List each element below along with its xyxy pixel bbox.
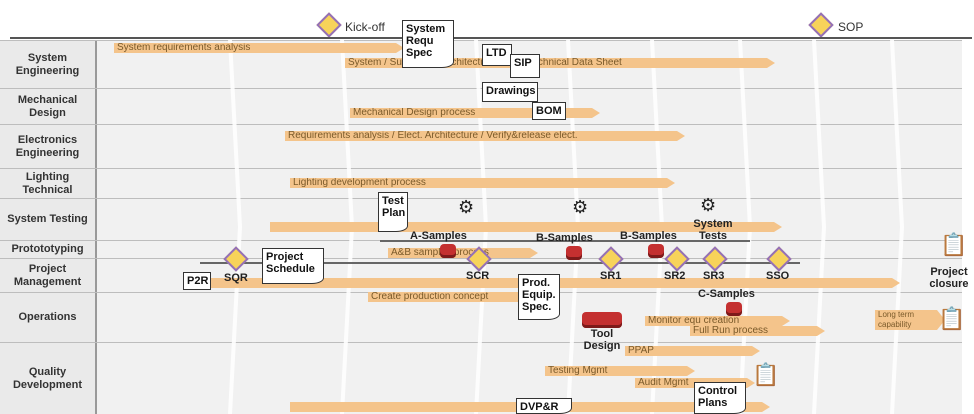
lane-label: Lighting Technical <box>0 169 97 198</box>
sample-icon <box>726 302 742 316</box>
gate-sr3-label: SR3 <box>703 270 725 282</box>
clipboard-icon: 📋 <box>938 306 966 331</box>
phase-separator <box>228 40 242 414</box>
gear-icon: ⚙ <box>572 197 589 217</box>
project-closure-label: Project closure <box>929 266 969 290</box>
bar-testing-mgmt: Testing Mgmt <box>545 366 695 376</box>
gate-sr2-label: SR2 <box>664 270 686 282</box>
bar-system-testing <box>270 222 782 232</box>
doc-prod-equip-spec: Prod. Equip. Spec. <box>518 274 560 320</box>
lane-label: Operations <box>0 293 97 342</box>
phase-separator <box>890 40 904 414</box>
tool-icon <box>582 312 622 328</box>
bar-full-run: Full Run process <box>690 326 825 336</box>
doc-dvpr: DVP&R <box>516 398 572 414</box>
lane-label: Mechanical Design <box>0 89 97 124</box>
bar-monitor-equ-creation: Monitor equ creation <box>645 316 790 326</box>
doc-drawings: Drawings <box>482 82 538 102</box>
bar-ppap: PPAP <box>625 346 760 356</box>
bar-system-requirements-analysis: System requirements analysis <box>114 43 404 53</box>
bar-lighting-process: Lighting development process <box>290 178 675 188</box>
doc-system-requ-spec: System Requ Spec <box>402 20 454 68</box>
gear-icon: ⚙ <box>700 195 717 215</box>
sample-icon <box>566 246 582 260</box>
lane-label: Project Management <box>0 259 97 292</box>
phase-separator <box>812 40 826 414</box>
clipboard-icon: 📋 <box>940 232 968 257</box>
lane-lighting-technical: Lighting Technical <box>0 168 962 198</box>
doc-control-plans: Control Plans <box>694 382 746 414</box>
lane-label: System Engineering <box>0 41 97 88</box>
b-samples-label: B-Samples <box>536 232 593 244</box>
doc-ltd: LTD <box>482 44 512 66</box>
sop-milestone-diamond <box>808 12 834 38</box>
lane-label: Quality Development <box>0 343 97 414</box>
lane-label: Protototyping <box>0 241 97 258</box>
sample-timeline-line <box>380 240 750 242</box>
gate-sqr-label: SQR <box>224 272 248 284</box>
bar-electronics-process: Requirements analysis / Elect. Architect… <box>285 131 685 141</box>
doc-project-schedule: Project Schedule <box>262 248 324 284</box>
b-samples-2-label: B-Samples <box>620 230 677 242</box>
gate-p2r: P2R <box>183 272 211 290</box>
sample-icon <box>648 244 664 258</box>
bar-long-term-capability: Long term capability <box>875 310 945 330</box>
doc-bom: BOM <box>532 102 566 120</box>
gate-scr-label: SCR <box>466 270 490 282</box>
sample-icon <box>440 244 456 258</box>
lane-label: System Testing <box>0 199 97 240</box>
doc-sip: SIP <box>510 54 540 78</box>
system-tests-label: System Tests <box>693 218 733 242</box>
timeline-axis <box>10 37 972 39</box>
gate-timeline-line <box>200 262 800 264</box>
doc-test-plan: Test Plan <box>378 192 408 232</box>
gate-sso-label: SSO <box>766 270 790 282</box>
gear-icon: ⚙ <box>458 197 475 217</box>
tool-design-label: Tool Design <box>583 328 621 352</box>
gate-sr1-label: SR1 <box>600 270 622 282</box>
bar-production-concept: Create production concept <box>368 292 528 302</box>
sop-label: SOP <box>838 20 864 34</box>
clipboard-icon: 📋 <box>752 362 780 387</box>
lane-system-testing: System Testing <box>0 198 962 240</box>
c-samples-label: C-Samples <box>698 288 755 300</box>
kickoff-label: Kick-off <box>345 20 385 34</box>
a-samples-label: A-Samples <box>410 230 467 242</box>
bar-mechanical-design: Mechanical Design process <box>350 108 600 118</box>
lane-label: Electronics Engineering <box>0 125 97 168</box>
kickoff-milestone-diamond <box>316 12 342 38</box>
bar-ab-samples: A&B samples process <box>388 248 538 258</box>
